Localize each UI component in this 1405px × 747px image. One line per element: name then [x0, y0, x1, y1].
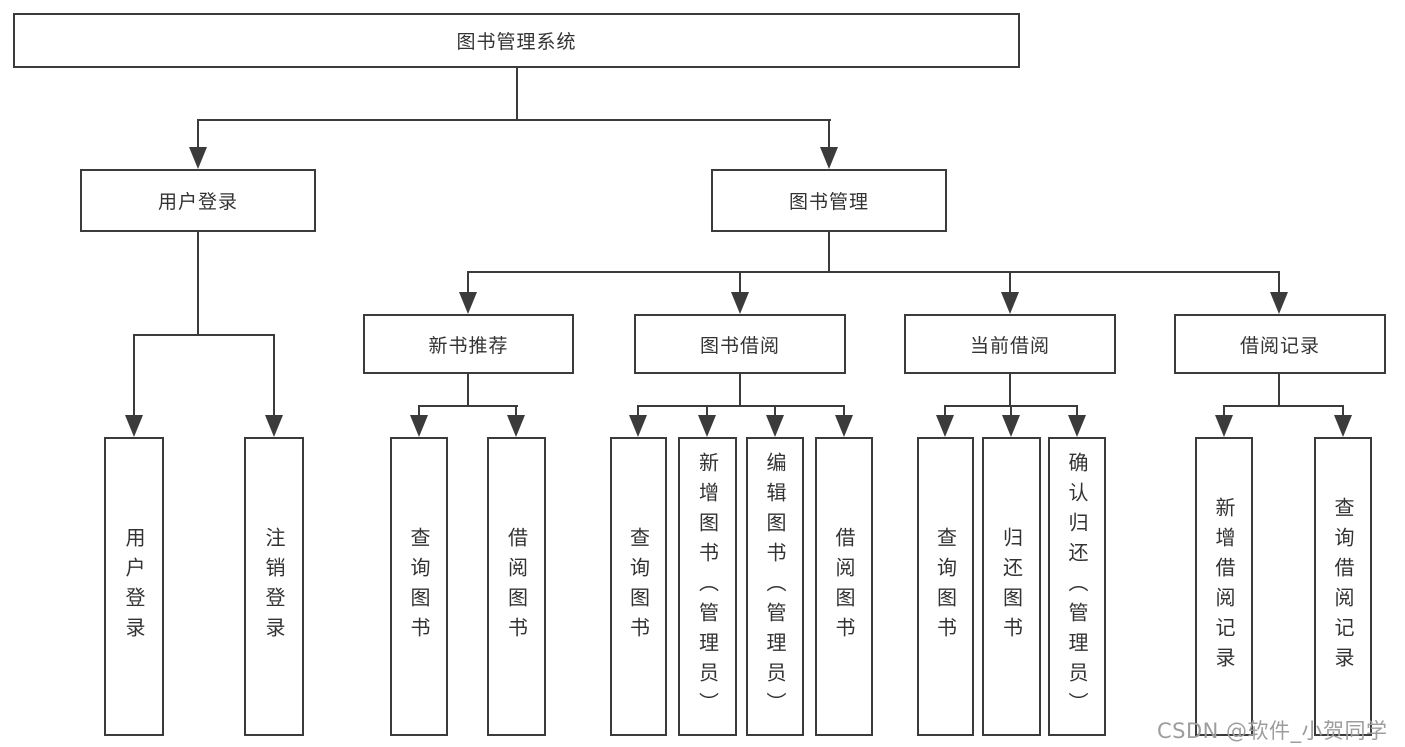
- connector-line: [418, 405, 518, 407]
- node-root-system: 图书管理系统: [13, 13, 1020, 68]
- arrow-down-icon: [629, 415, 647, 437]
- node-label: 用户登录: [122, 526, 146, 647]
- arrow-down-icon: [1068, 415, 1086, 437]
- arrow-down-icon: [1001, 292, 1019, 314]
- connector-line: [944, 405, 946, 417]
- leaf-query-books-recommend: 查询图书: [390, 437, 448, 736]
- connector-line: [1010, 405, 1012, 417]
- node-label: 确认归还（管理员）: [1065, 451, 1089, 722]
- connector-line: [1009, 271, 1011, 293]
- connector-line: [516, 68, 518, 121]
- connector-line: [1278, 374, 1280, 407]
- connector-line: [843, 405, 845, 417]
- leaf-borrow-books-recommend: 借阅图书: [487, 437, 546, 736]
- leaf-user-login: 用户登录: [104, 437, 164, 736]
- node-user-login: 用户登录: [80, 169, 316, 232]
- arrow-down-icon: [1334, 415, 1352, 437]
- arrow-down-icon: [459, 292, 477, 314]
- connector-line: [467, 271, 1280, 273]
- arrow-down-icon: [766, 415, 784, 437]
- node-label: 查询借阅记录: [1331, 496, 1355, 677]
- arrow-down-icon: [1215, 415, 1233, 437]
- leaf-logout: 注销登录: [244, 437, 304, 736]
- leaf-confirm-return-admin: 确认归还（管理员）: [1048, 437, 1106, 736]
- arrow-down-icon: [835, 415, 853, 437]
- leaf-edit-book-admin: 编辑图书（管理员）: [746, 437, 804, 736]
- connector-line: [1342, 405, 1344, 417]
- node-label: 图书借阅: [699, 334, 780, 357]
- connector-line: [828, 232, 830, 273]
- connector-line: [706, 405, 708, 417]
- arrow-down-icon: [189, 147, 207, 169]
- connector-line: [197, 119, 199, 149]
- connector-line: [1278, 271, 1280, 293]
- node-label: 新增借阅记录: [1212, 496, 1236, 677]
- connector-line: [467, 271, 469, 293]
- connector-line: [739, 374, 741, 407]
- leaf-borrow-books: 借阅图书: [815, 437, 873, 736]
- node-label: 用户登录: [157, 191, 238, 213]
- arrow-down-icon: [125, 415, 143, 437]
- connector-line: [1076, 405, 1078, 417]
- node-borrowing-records: 借阅记录: [1174, 314, 1386, 374]
- node-label: 查询图书: [626, 526, 651, 647]
- arrow-down-icon: [265, 415, 283, 437]
- arrow-down-icon: [936, 415, 954, 437]
- node-label: 当前借阅: [969, 334, 1050, 357]
- node-label: 借阅图书: [832, 526, 856, 647]
- node-label: 查询图书: [933, 526, 958, 647]
- connector-line: [1009, 374, 1011, 407]
- connector-line: [637, 405, 639, 417]
- leaf-return-book: 归还图书: [982, 437, 1041, 736]
- csdn-watermark: CSDN @软件_小贺同学: [1157, 719, 1388, 743]
- node-label: 图书管理系统: [456, 31, 577, 53]
- connector-line: [197, 119, 831, 121]
- leaf-query-borrow-record: 查询借阅记录: [1314, 437, 1372, 736]
- leaf-query-books-borrowing: 查询图书: [610, 437, 667, 736]
- connector-line: [828, 119, 830, 149]
- connector-line: [467, 374, 469, 407]
- connector-line: [1223, 405, 1344, 407]
- node-label: 归还图书: [999, 526, 1024, 647]
- connector-line: [273, 334, 275, 415]
- arrow-down-icon: [410, 415, 428, 437]
- arrow-down-icon: [731, 292, 749, 314]
- node-label: 借阅记录: [1239, 334, 1320, 357]
- connector-line: [739, 271, 741, 293]
- leaf-query-books-current: 查询图书: [917, 437, 974, 736]
- arrow-down-icon: [507, 415, 525, 437]
- arrow-down-icon: [698, 415, 716, 437]
- connector-line: [515, 405, 517, 417]
- node-book-management: 图书管理: [711, 169, 947, 232]
- connector-line: [637, 405, 845, 407]
- node-label: 编辑图书（管理员）: [763, 451, 787, 722]
- node-label: 图书管理: [788, 191, 869, 213]
- arrow-down-icon: [1270, 292, 1288, 314]
- connector-line: [418, 405, 420, 417]
- arrow-down-icon: [820, 147, 838, 169]
- node-current-borrowing: 当前借阅: [904, 314, 1116, 374]
- node-label: 新增图书（管理员）: [695, 451, 720, 722]
- connector-line: [133, 334, 135, 415]
- arrow-down-icon: [1002, 415, 1020, 437]
- connector-line: [774, 405, 776, 417]
- node-label: 借阅图书: [504, 526, 529, 647]
- leaf-add-borrow-record: 新增借阅记录: [1195, 437, 1253, 736]
- node-book-borrowing: 图书借阅: [634, 314, 846, 374]
- connector-line: [1223, 405, 1225, 417]
- node-new-book-recommend: 新书推荐: [363, 314, 574, 374]
- connector-line: [197, 232, 199, 336]
- node-label: 查询图书: [407, 526, 431, 647]
- node-label: 注销登录: [262, 526, 286, 647]
- connector-line: [133, 334, 275, 336]
- leaf-add-book-admin: 新增图书（管理员）: [678, 437, 737, 736]
- node-label: 新书推荐: [428, 334, 509, 357]
